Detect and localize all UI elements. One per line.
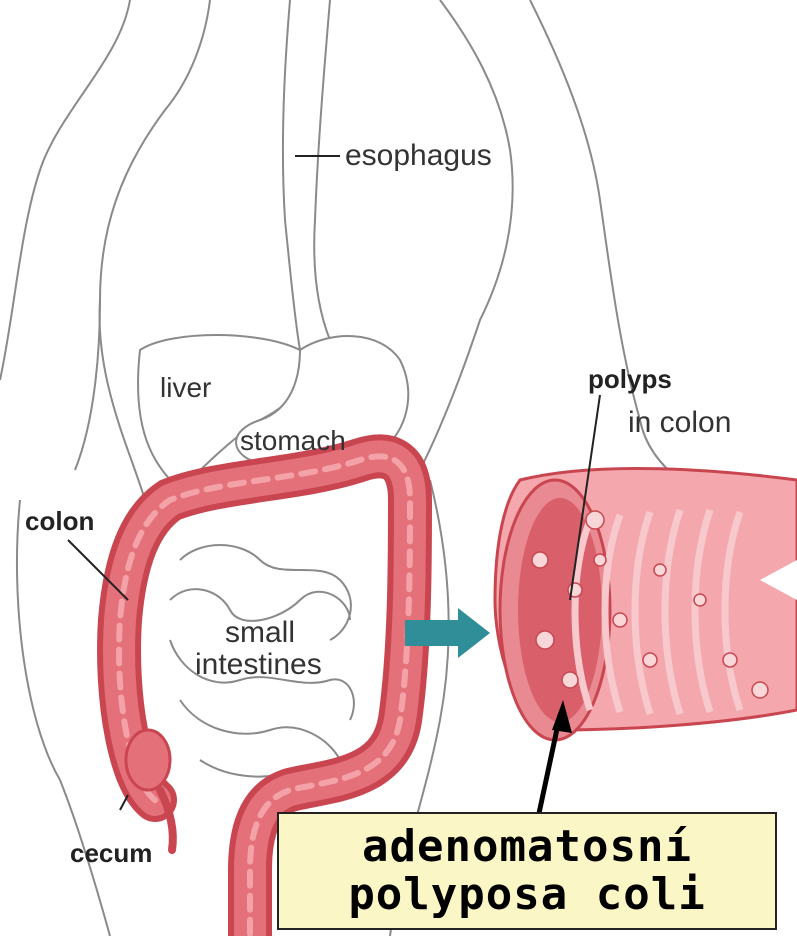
caption-box: adenomatosní polyposa coli (277, 812, 777, 930)
label-cecum: cecum (70, 838, 152, 868)
label-intestines: intestines (195, 648, 322, 681)
label-in-colon: in colon (628, 406, 731, 439)
label-polyps: polyps (588, 364, 672, 394)
label-small: small (225, 616, 295, 649)
label-esophagus: esophagus (345, 139, 492, 172)
label-stomach: stomach (240, 425, 346, 456)
caption-line-1: adenomatosní (362, 823, 692, 871)
colon-cross-section (495, 468, 797, 740)
caption-line-2: polyposa coli (348, 871, 705, 919)
label-colon: colon (25, 506, 94, 536)
label-liver: liver (160, 372, 211, 403)
